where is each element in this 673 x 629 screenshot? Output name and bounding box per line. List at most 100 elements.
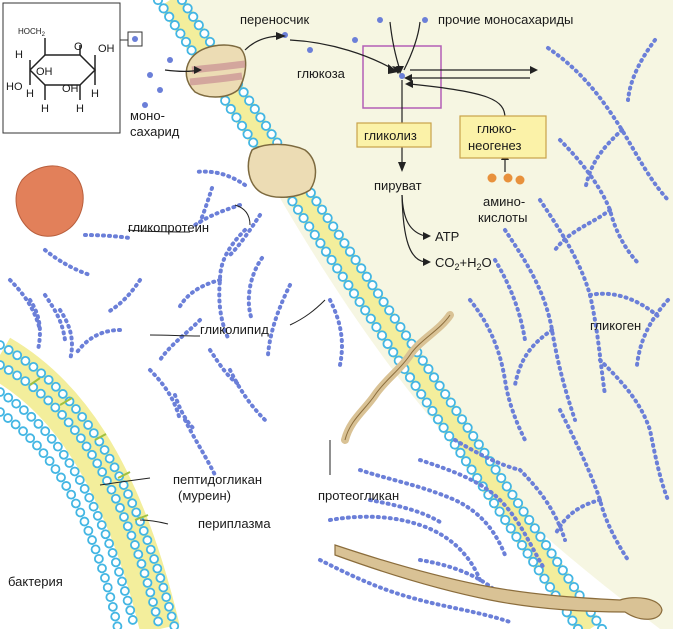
- bacterium-bead: [77, 411, 88, 422]
- membrane-bead: [169, 20, 180, 31]
- arrowhead-5: [405, 80, 413, 88]
- bacterium-bead: [20, 376, 31, 387]
- peptidoglycan-layer: [0, 363, 160, 629]
- protein-strand-outline: [344, 314, 451, 441]
- bacterium-bead: [12, 350, 23, 361]
- bacterium-bead: [56, 472, 66, 483]
- membrane-bead: [328, 221, 339, 232]
- membrane-bead: [567, 615, 578, 626]
- membrane-bead: [238, 87, 249, 98]
- membrane-bead: [434, 380, 445, 391]
- membrane-bead: [404, 372, 416, 383]
- membrane-bead: [596, 623, 608, 629]
- arrowhead-2: [392, 66, 402, 74]
- bacterium-bead: [3, 413, 13, 423]
- bacterium-bead: [131, 507, 142, 518]
- bacterium-bead: [145, 544, 156, 555]
- membrane-bead: [395, 321, 406, 333]
- bacterium-bead: [97, 563, 107, 574]
- glycolipid-chains: [28, 228, 344, 477]
- bacterium-bead: [115, 502, 125, 513]
- bacterium-bead: [152, 563, 163, 574]
- membrane-bead: [524, 514, 535, 526]
- bacterium-bead: [79, 483, 90, 494]
- bacterium-bead: [75, 433, 86, 444]
- ring-h-label-1: H: [15, 49, 23, 61]
- bacterium-bead: [107, 548, 118, 558]
- label-co2-h2o: CO2+H2O: [435, 255, 492, 272]
- membrane-bead: [260, 120, 272, 131]
- metabolism-pathway: [164, 21, 547, 266]
- ring-oh-bottom-label: OH: [62, 83, 79, 95]
- membrane-bead: [416, 389, 427, 400]
- glucose-structure-box: HOCH2 O OH OH HO OH H H H H H: [2, 2, 143, 134]
- bacterium-bead: [148, 597, 158, 608]
- membrane-bead: [372, 288, 384, 299]
- bacterium-bead: [166, 611, 177, 622]
- label-proteoglycan: протеогликан: [318, 488, 399, 503]
- bacterium-bead: [74, 475, 85, 485]
- membrane-bead: [539, 573, 550, 584]
- membrane-bead: [249, 103, 260, 115]
- membrane-bead: [552, 556, 563, 568]
- bacterium-bead: [69, 466, 80, 477]
- ring-oh-mid-label: OH: [36, 66, 53, 78]
- membrane-bead: [428, 372, 440, 383]
- membrane-bead: [501, 481, 512, 492]
- amino-acid-dots: [487, 173, 525, 185]
- membrane-bead: [292, 204, 304, 215]
- membrane-bead: [320, 246, 332, 257]
- bacterium-bead: [35, 388, 46, 399]
- membrane-bead: [455, 447, 466, 458]
- bacterium-bead: [12, 370, 22, 381]
- bacterium-bead: [102, 475, 112, 486]
- membrane-bead: [456, 414, 468, 425]
- membrane-bead: [591, 615, 602, 626]
- bacterium-bead: [83, 420, 94, 430]
- membrane-bead: [528, 556, 539, 568]
- arrow-other-mono-2: [403, 21, 421, 71]
- membrane-bead: [350, 254, 361, 266]
- arrowhead-12: [388, 64, 398, 74]
- bacterium-bead: [57, 389, 68, 399]
- bacterium-bead: [119, 586, 130, 596]
- peptidoglycan-crosslinks: [29, 377, 149, 521]
- label-bacterium: бактерия: [8, 574, 63, 589]
- bacterium-bead: [75, 507, 86, 518]
- bacterium-bead: [84, 492, 95, 503]
- membrane-bead: [371, 321, 382, 333]
- membrane-bead: [473, 439, 484, 450]
- bacterium-bead: [50, 402, 61, 413]
- arrow-gluconeo-to-glucose: [409, 83, 506, 119]
- label-peptidoglycan-2: (муреин): [178, 488, 231, 503]
- membrane-bead: [572, 623, 584, 629]
- membrane-bead: [568, 581, 580, 593]
- membrane-bead: [182, 3, 193, 14]
- bacterium-bead: [43, 395, 54, 406]
- membrane-bead: [361, 271, 372, 282]
- membrane-bead: [533, 565, 544, 576]
- membrane-bead: [410, 380, 421, 391]
- membrane-bead: [427, 405, 438, 417]
- membrane-bead: [400, 330, 412, 341]
- membrane-bead: [326, 254, 337, 266]
- membrane-bead: [339, 238, 350, 249]
- membrane-bead: [356, 263, 367, 274]
- bacterium-bead: [106, 484, 117, 495]
- membrane-bead: [388, 347, 399, 358]
- membrane-bead: [315, 238, 326, 249]
- membrane-bead: [231, 112, 242, 123]
- bacterium-bead: [150, 606, 161, 617]
- membrane-bead: [421, 397, 432, 408]
- membrane-bead: [255, 112, 266, 123]
- bacterium-protein-blob: [15, 165, 84, 237]
- membrane-bead: [287, 196, 298, 207]
- membrane-bead: [516, 540, 528, 551]
- bacterium-bead: [114, 566, 124, 577]
- bacterium-bead: [122, 595, 133, 606]
- bacterium-bead: [130, 540, 140, 550]
- membrane-bead: [354, 296, 365, 308]
- label-periplasm: периплазма: [198, 516, 271, 531]
- membrane-bead: [152, 0, 164, 6]
- channel-protein: [247, 143, 317, 198]
